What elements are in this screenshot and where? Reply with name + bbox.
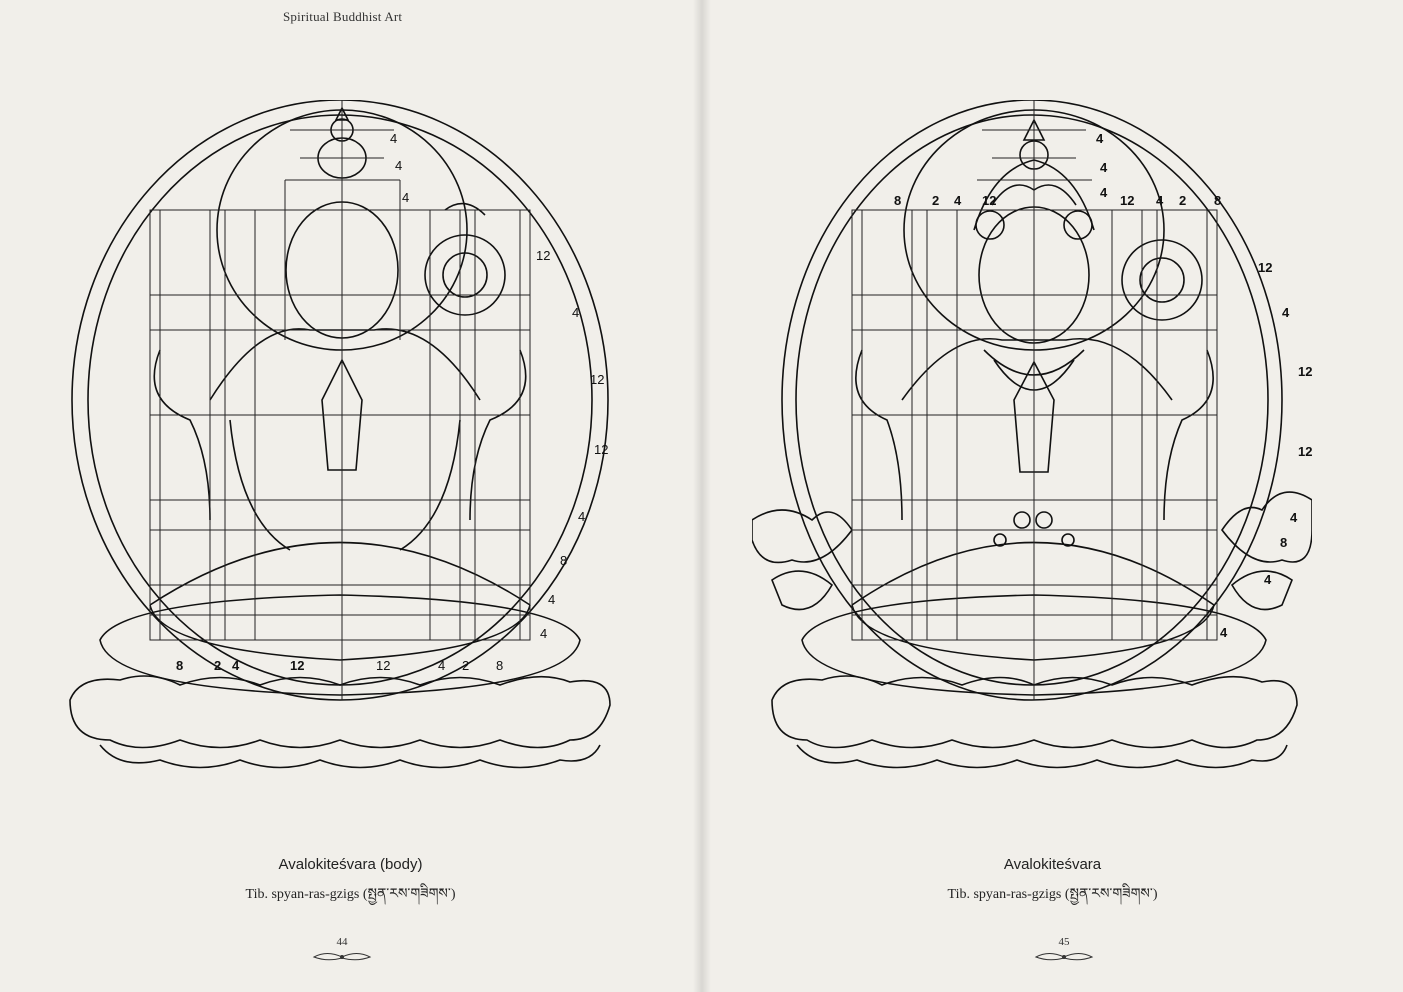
grid-label: 4 [1282, 305, 1290, 320]
grid-label: 8 [496, 658, 503, 673]
grid-label: 8 [176, 658, 183, 673]
lotus-ornament-icon [1034, 953, 1094, 961]
grid-label: 8 [1214, 193, 1221, 208]
grid-label: 12 [982, 193, 996, 208]
grid-label: 8 [560, 553, 567, 568]
caption-title: Avalokiteśvara (body) [278, 856, 423, 873]
grid-label: 2 [462, 658, 469, 673]
figure-caption: Avalokiteśvara Tib. spyan-ras-gzigs (སྤྱ… [702, 856, 1403, 917]
grid-label: 4 [232, 658, 240, 673]
grid-label: 12 [1298, 364, 1312, 379]
grid-label: 2 [214, 658, 221, 673]
grid-label: 4 [1290, 510, 1298, 525]
grid-label: 4 [1096, 131, 1104, 146]
grid-label: 8 [894, 193, 901, 208]
lotus-ornament-icon [312, 953, 372, 961]
body-proportion-drawing: 4 4 4 12 4 12 12 4 8 4 4 8 2 4 12 12 4 2… [60, 100, 620, 790]
grid-label: 4 [1220, 625, 1228, 640]
grid-label: 12 [1258, 260, 1272, 275]
ornamented-figure-drawing: 4 4 4 8 2 4 12 12 4 2 8 12 4 12 12 4 8 4… [752, 100, 1312, 790]
grid-label: 4 [572, 305, 579, 320]
caption-subtitle: Tib. spyan-ras-gzigs (སྤྱན་རས་གཟིགས་) [245, 887, 456, 902]
caption-subtitle: Tib. spyan-ras-gzigs (སྤྱན་རས་གཟིགས་) [947, 887, 1158, 902]
grid-label: 4 [390, 131, 397, 146]
grid-label: 4 [578, 509, 585, 524]
grid-label: 8 [1280, 535, 1287, 550]
grid-label: 12 [594, 442, 608, 457]
grid-label: 4 [548, 592, 555, 607]
grid-label: 2 [1179, 193, 1186, 208]
book-gutter [693, 0, 711, 992]
avalokitesvara-body-grid-drawing: 4 4 4 12 4 12 12 4 8 4 4 8 2 4 12 12 4 2… [69, 100, 611, 769]
grid-label: 12 [590, 372, 604, 387]
avalokitesvara-ornamented-grid-drawing: 4 4 4 8 2 4 12 12 4 2 8 12 4 12 12 4 8 4… [752, 100, 1312, 769]
caption-title: Avalokiteśvara [1003, 856, 1102, 873]
grid-label: 4 [1264, 572, 1272, 587]
page-number: 44 [336, 936, 348, 948]
grid-label: 4 [1100, 160, 1108, 175]
left-page: Spiritual Buddhist Art [0, 0, 701, 992]
grid-label: 12 [1120, 193, 1134, 208]
grid-label: 12 [1298, 444, 1312, 459]
grid-label: 4 [954, 193, 962, 208]
grid-label: 4 [540, 626, 547, 641]
grid-label: 4 [395, 158, 402, 173]
grid-label: 4 [1156, 193, 1164, 208]
grid-label: 12 [290, 658, 304, 673]
grid-label: 4 [438, 658, 445, 673]
grid-label: 12 [376, 658, 390, 673]
figure-caption: Avalokiteśvara (body) Tib. spyan-ras-gzi… [0, 856, 701, 917]
grid-label: 4 [402, 190, 409, 205]
page-number: 45 [1058, 936, 1070, 948]
grid-label: 12 [536, 248, 550, 263]
right-page: 4 4 4 8 2 4 12 12 4 2 8 12 4 12 12 4 8 4… [702, 0, 1403, 992]
grid-label: 4 [1100, 185, 1108, 200]
grid-label: 2 [932, 193, 939, 208]
running-head: Spiritual Buddhist Art [283, 9, 403, 24]
